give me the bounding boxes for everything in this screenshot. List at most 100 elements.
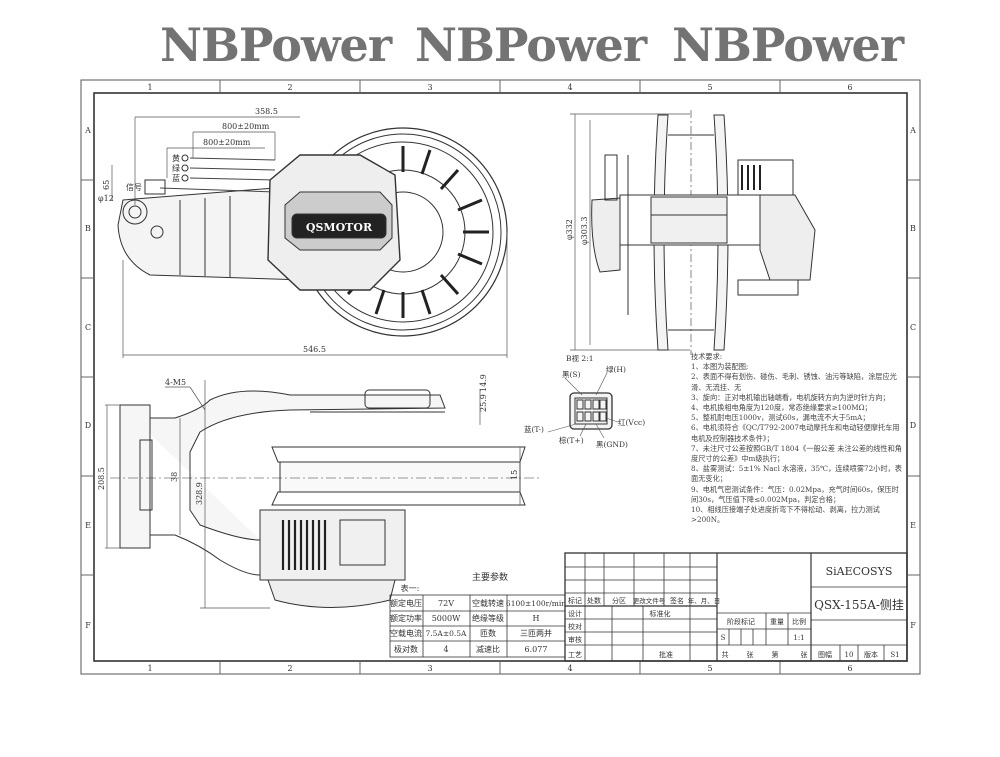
row-label: C [85,323,91,332]
stage-mark-label: 阶段标记 [727,617,755,626]
dim-inner: 38 [170,472,179,482]
param-value: 6.077 [525,645,548,654]
param-value: H [533,614,540,623]
pin-label: 棕(T+) [559,435,584,445]
dim-d1: 25.9 [479,394,488,412]
dim-d3: 15 [510,470,519,480]
col-label: 5 [707,664,712,673]
version-label: 版本 [864,650,878,659]
stage-value: S [721,634,726,642]
note-item: 5、整机耐电压1000v，测试60s，漏电流不大于5mA； [691,413,870,423]
title-block-grid [564,552,908,662]
param-value: 4 [443,645,448,654]
top-view: QSMOTOR [111,116,508,358]
notes-title: 技术要求: [691,352,723,361]
sheets-label: 张 [801,650,808,659]
pin-label: 蓝(T-) [524,424,544,434]
param-value: 6100±100r/min [506,599,566,608]
row-label: A [84,126,91,135]
side-view [570,110,816,355]
col-label: 6 [847,664,852,673]
role-label: 工艺 [568,651,582,659]
dim-bore: φ12 [98,194,114,203]
zone-dividers [81,80,920,674]
col-label: 1 [147,664,152,673]
format-value: 10 [845,651,854,659]
technical-requirements: 技术要求: 1、本图为装配图; 2、表面不得有划伤、碰伤、毛刺、锈蚀、油污等缺陷… [691,352,905,525]
row-label: B [910,224,916,233]
col-label: 1 [147,83,152,92]
revision-header: 年、月、日 [688,596,721,605]
row-label: E [910,521,916,530]
dim-mount: 4-M5 [165,378,186,387]
watermark: NBPower [160,18,392,72]
param-name: 极对数 [394,644,418,654]
dim-outer-dia: φ332 [565,219,574,240]
pin-label: 红(Vcc) [618,417,645,427]
row-label: D [85,421,91,430]
col-label: 4 [567,83,572,92]
revision-header: 分区 [612,596,626,605]
row-label: E [85,521,91,530]
pin-label: 绿(H) [606,365,626,374]
col-label: 4 [567,664,572,673]
bottom-view [105,380,540,609]
version-value: S1 [890,651,899,659]
col-label: 2 [287,664,292,673]
approval-label: 批准 [659,650,673,659]
row-label: A [909,126,916,135]
pin-label: 黑(GND) [596,440,628,449]
note-item: 10、相线压接端子处进度折弯下不得松动、剥离，拉力测试>200N。 [691,505,880,525]
sheets-label: 张 [747,650,754,659]
wire-label-yellow: 黄 [172,153,180,163]
param-name: 额定电压 [390,598,422,608]
param-value: 72V [438,599,454,608]
param-name: 减速比 [476,644,500,654]
revision-header: 处数 [587,596,601,605]
revision-header: 更改文件号 [633,596,666,605]
row-label: F [910,621,916,630]
params-label: 表一: [401,583,420,593]
scale-label: 比例 [792,617,806,626]
watermark: NBPower [415,18,647,72]
connector-view [547,372,619,439]
weight-label: 重量 [770,618,784,626]
row-label: B [85,224,91,233]
wire-label-green: 绿 [172,164,180,173]
col-label: 6 [847,83,852,92]
format-label: 图幅 [818,650,832,659]
pin-label: 黑(S) [562,370,581,379]
col-label: 3 [427,664,432,673]
row-label: D [910,421,916,430]
watermark: NBPower [672,18,904,72]
wire-label-blue: 蓝 [172,173,180,183]
role-label: 审核 [568,635,582,644]
dim-width: 208.5 [97,467,106,490]
dim-overall-length: 358.5 [255,107,278,116]
note-item: 2、表面不得有划伤、碰伤、毛刺、锈蚀、油污等缺陷，涂层应光滑、无流挂、无 [691,372,897,392]
zone-labels: 1 2 3 4 5 6 1 2 3 4 5 6 A B C D E F A B … [84,83,916,673]
role-label: 校对 [568,622,582,631]
params-title: 主要参数 [472,571,508,583]
wire-label-signal: 信号 [126,182,142,192]
note-item: 3、旋向：正对电机输出轴端看，电机旋转方向为逆时针方向； [691,392,890,402]
row-label: C [910,323,916,332]
param-name: 空载电流 [390,628,422,638]
standardization-label: 标准化 [650,609,671,618]
param-name: 绝缘等级 [472,613,504,623]
dim-d2: 14.9 [479,374,488,392]
col-label: 3 [427,83,432,92]
dim-total-length: 546.5 [303,345,326,354]
sheets-label: 共 [722,650,729,659]
param-value: 7.5A±0.5A [426,629,468,638]
sheets-label: 第 [772,650,779,659]
dim-span: 328.9 [195,482,204,505]
connector-view-title: B视 2:1 [566,353,593,363]
note-item: 6、电机须符合《QC/T792-2007电动摩托车和电动轻便摩托车用电机及控制器… [691,423,900,443]
param-value: 三匝两并 [520,628,552,638]
param-name: 匝数 [480,628,496,638]
dim-cable2: 800±20mm [203,138,251,147]
brand-logo: QSMOTOR [306,221,373,234]
param-name: 额定功率 [390,613,422,623]
